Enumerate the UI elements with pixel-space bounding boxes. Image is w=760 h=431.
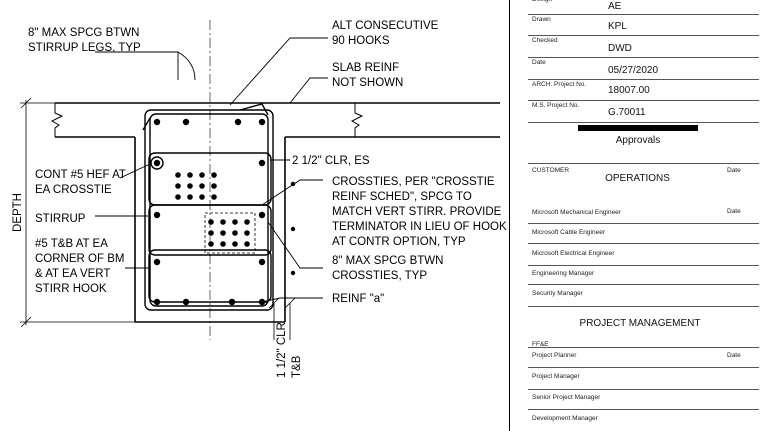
ops-signer-security: Security Manager bbox=[532, 290, 583, 297]
tb-key-drawn: Drawn bbox=[532, 16, 551, 23]
beam-section-drawing: 8" MAX SPCG BTWN STIRRUP LEGS, TYP ALT C… bbox=[12, 20, 507, 378]
title-block: Design AE Drawn KPL Checked DWD Date 05/… bbox=[510, 0, 760, 431]
tb-val-design: AE bbox=[608, 1, 622, 12]
tb-row-checked: Checked DWD bbox=[528, 35, 759, 58]
tb-row-ms-project: M.S. Project No. G.70011 bbox=[528, 100, 759, 123]
project-management-heading: PROJECT MANAGEMENT bbox=[579, 318, 701, 329]
alt-hooks-label-2: 90 HOOKS bbox=[332, 35, 390, 47]
tb-key-checked: Checked bbox=[532, 37, 558, 44]
approvals-bar bbox=[578, 125, 698, 131]
crossties-label-4: TERMINATOR IN LIEU OF HOOK bbox=[332, 221, 507, 233]
approvals-heading: Approvals bbox=[615, 135, 661, 146]
ops-signer-line bbox=[528, 283, 759, 285]
tb-row-date: Date 05/27/2020 bbox=[528, 57, 759, 80]
pm-signer-line bbox=[528, 408, 759, 410]
max-spcg-label-2: STIRRUP LEGS, TYP bbox=[28, 42, 141, 54]
tb-corner-label-1: #5 T&B AT EA bbox=[35, 238, 108, 250]
crossties-label-2: REINF SCHED", SPCG TO bbox=[332, 191, 472, 203]
tb-row-arch-project: ARCH. Project No. 18007.00 bbox=[528, 79, 759, 101]
pm-date-label: Date bbox=[727, 352, 741, 359]
tb-val-drawn: KPL bbox=[608, 21, 627, 32]
pm-signer-manager: Project Manager bbox=[532, 373, 580, 380]
depth-label: DEPTH bbox=[12, 193, 24, 232]
slab-reinf-label-2: NOT SHOWN bbox=[332, 77, 403, 89]
ops-signer-line bbox=[528, 305, 759, 307]
crossties-label-1: CROSSTIES, PER "CROSSTIE bbox=[332, 176, 495, 188]
tb-corner-label-4: STIRR HOOK bbox=[35, 283, 107, 295]
ops-signer-electrical: Microsoft Electrical Engineer bbox=[532, 250, 615, 257]
ops-signer-line bbox=[528, 222, 759, 224]
ops-signer-cable: Microsoft Cable Engineer bbox=[532, 229, 605, 236]
tb-key-ms-project: M.S. Project No. bbox=[532, 102, 580, 109]
tb-corner-label-2: CORNER OF BM bbox=[35, 253, 124, 265]
tb-key-date: Date bbox=[532, 59, 546, 66]
tb-val-date: 05/27/2020 bbox=[608, 65, 659, 76]
max-crossties-label-1: 8" MAX SPCG BTWN bbox=[332, 255, 443, 267]
tb-key-design: Design bbox=[532, 0, 552, 3]
tb-row-design: Design AE bbox=[528, 0, 759, 15]
crossties-label-3: MATCH VERT STIRR. PROVIDE bbox=[332, 206, 502, 218]
pm-signer-line bbox=[528, 366, 759, 368]
pm-signer-development: Development Manager bbox=[532, 415, 598, 422]
sheet-divider bbox=[509, 0, 510, 431]
pm-top-line bbox=[528, 346, 759, 348]
pm-signer-senior: Senior Project Manager bbox=[532, 394, 601, 401]
ops-signer-engineering: Engineering Manager bbox=[532, 270, 595, 277]
customer-label: CUSTOMER bbox=[532, 167, 570, 174]
crossties-label-5: AT CONTR OPTION, TYP bbox=[332, 236, 466, 248]
clr-tb-label-1: 1 1/2" CLR bbox=[276, 322, 288, 378]
pm-signer-planner: Project Planner bbox=[532, 352, 577, 359]
clr-es-label: 2 1/2" CLR, ES bbox=[292, 155, 370, 167]
ops-signer-line bbox=[528, 242, 759, 244]
ops-signer-date-label: Date bbox=[727, 208, 741, 215]
cont-hef-label-2: EA CROSSTIE bbox=[35, 184, 112, 196]
reinf-a-label: REINF "a" bbox=[332, 293, 384, 305]
customer-line bbox=[528, 162, 759, 164]
operations-date-label: Date bbox=[727, 167, 741, 174]
clr-tb-label-2: T&B bbox=[291, 355, 303, 378]
ffe-label: FF&E bbox=[532, 341, 549, 348]
tb-val-ms-project: G.70011 bbox=[608, 107, 646, 118]
tb-corner-label-3: & AT EA VERT bbox=[35, 268, 110, 280]
stirrup-label: STIRRUP bbox=[35, 213, 86, 225]
operations-heading: OPERATIONS bbox=[605, 173, 670, 184]
ops-signer-mechanical: Microsoft Mechanical Engineer bbox=[532, 209, 621, 216]
ops-signer-line bbox=[528, 264, 759, 266]
max-crossties-label-2: CROSSTIES, TYP bbox=[332, 270, 427, 282]
cont-hef-label-1: CONT #5 HEF AT bbox=[35, 169, 126, 181]
tb-key-arch-project: ARCH. Project No. bbox=[532, 81, 587, 88]
tb-row-drawn: Drawn KPL bbox=[528, 14, 759, 36]
tb-val-checked: DWD bbox=[608, 43, 632, 54]
alt-hooks-label-1: ALT CONSECUTIVE bbox=[332, 20, 439, 32]
slab-reinf-label-1: SLAB REINF bbox=[332, 62, 399, 74]
tb-val-arch-project: 18007.00 bbox=[608, 85, 650, 96]
pm-signer-line bbox=[528, 388, 759, 390]
max-spcg-label-1: 8" MAX SPCG BTWN bbox=[28, 27, 139, 39]
